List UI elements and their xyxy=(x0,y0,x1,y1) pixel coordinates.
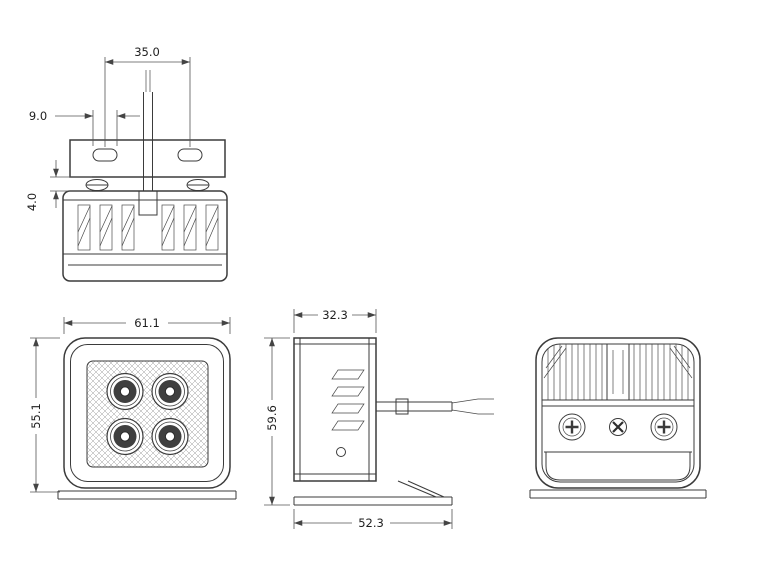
bracket-screws-top xyxy=(85,179,210,191)
housing-side xyxy=(293,337,377,482)
housing-back-outer xyxy=(535,337,701,489)
lens-mesh xyxy=(86,360,209,468)
dimension-front-height: 55.1 xyxy=(29,337,60,493)
dim-label-slot-width: 9.0 xyxy=(29,109,47,123)
heatsink-fins-top xyxy=(77,204,219,251)
back-screw-left xyxy=(558,413,586,441)
back-center-bolt xyxy=(609,418,627,436)
dimension-front-width: 61.1 xyxy=(63,316,231,334)
back-screw-right xyxy=(650,413,678,441)
mounting-slot-right xyxy=(177,148,203,162)
housing-top xyxy=(62,190,228,282)
led-array xyxy=(106,372,189,456)
breather-hole xyxy=(336,447,346,457)
dim-label-side-depth: 32.3 xyxy=(322,308,348,322)
front-view: 61.1 55.1 xyxy=(29,316,237,500)
cable-side xyxy=(376,398,494,415)
heatsink-fins-back xyxy=(543,344,693,400)
cross-bolt-icon xyxy=(612,421,624,433)
mounting-bracket-top xyxy=(69,139,226,178)
housing-back-inner xyxy=(541,343,695,483)
dim-label-side-height: 59.6 xyxy=(265,405,279,431)
housing-front-outer xyxy=(63,337,231,489)
dim-label-slot-spacing: 35.0 xyxy=(134,45,160,59)
cable-top xyxy=(138,70,158,216)
led xyxy=(151,372,189,411)
dim-label-front-height: 55.1 xyxy=(29,403,43,429)
cable-gland xyxy=(138,190,158,216)
back-base-plate xyxy=(529,489,707,499)
phillips-cross-icon xyxy=(657,420,671,434)
phillips-cross-icon xyxy=(565,420,579,434)
led xyxy=(106,417,144,456)
front-base-plate xyxy=(57,490,237,500)
dim-label-front-width: 61.1 xyxy=(134,316,160,330)
dimension-side-depth: 32.3 xyxy=(293,308,377,333)
dimension-bracket-length: 52.3 xyxy=(293,509,453,530)
back-bracket-plate xyxy=(544,451,692,481)
cable-sleeve xyxy=(395,398,409,415)
led xyxy=(106,372,144,411)
side-view: 32.3 59.6 52.3 xyxy=(264,308,494,530)
dimension-side-height: 59.6 xyxy=(264,337,290,506)
dim-label-bracket-length: 52.3 xyxy=(358,516,384,530)
dimension-plate-thickness: 4.0 xyxy=(25,160,92,211)
mounting-slot-left xyxy=(92,148,118,162)
back-view xyxy=(529,337,707,499)
dim-label-plate-thickness: 4.0 xyxy=(25,193,39,211)
top-view: 35.0 9.0 4.0 xyxy=(25,45,228,282)
dimension-slot-width: 9.0 xyxy=(29,109,140,146)
housing-front-bezel xyxy=(70,344,224,482)
heatsink-fins-side xyxy=(331,369,365,431)
dimension-slot-spacing: 35.0 xyxy=(104,45,191,147)
led xyxy=(151,417,189,456)
bracket-side xyxy=(293,480,453,506)
